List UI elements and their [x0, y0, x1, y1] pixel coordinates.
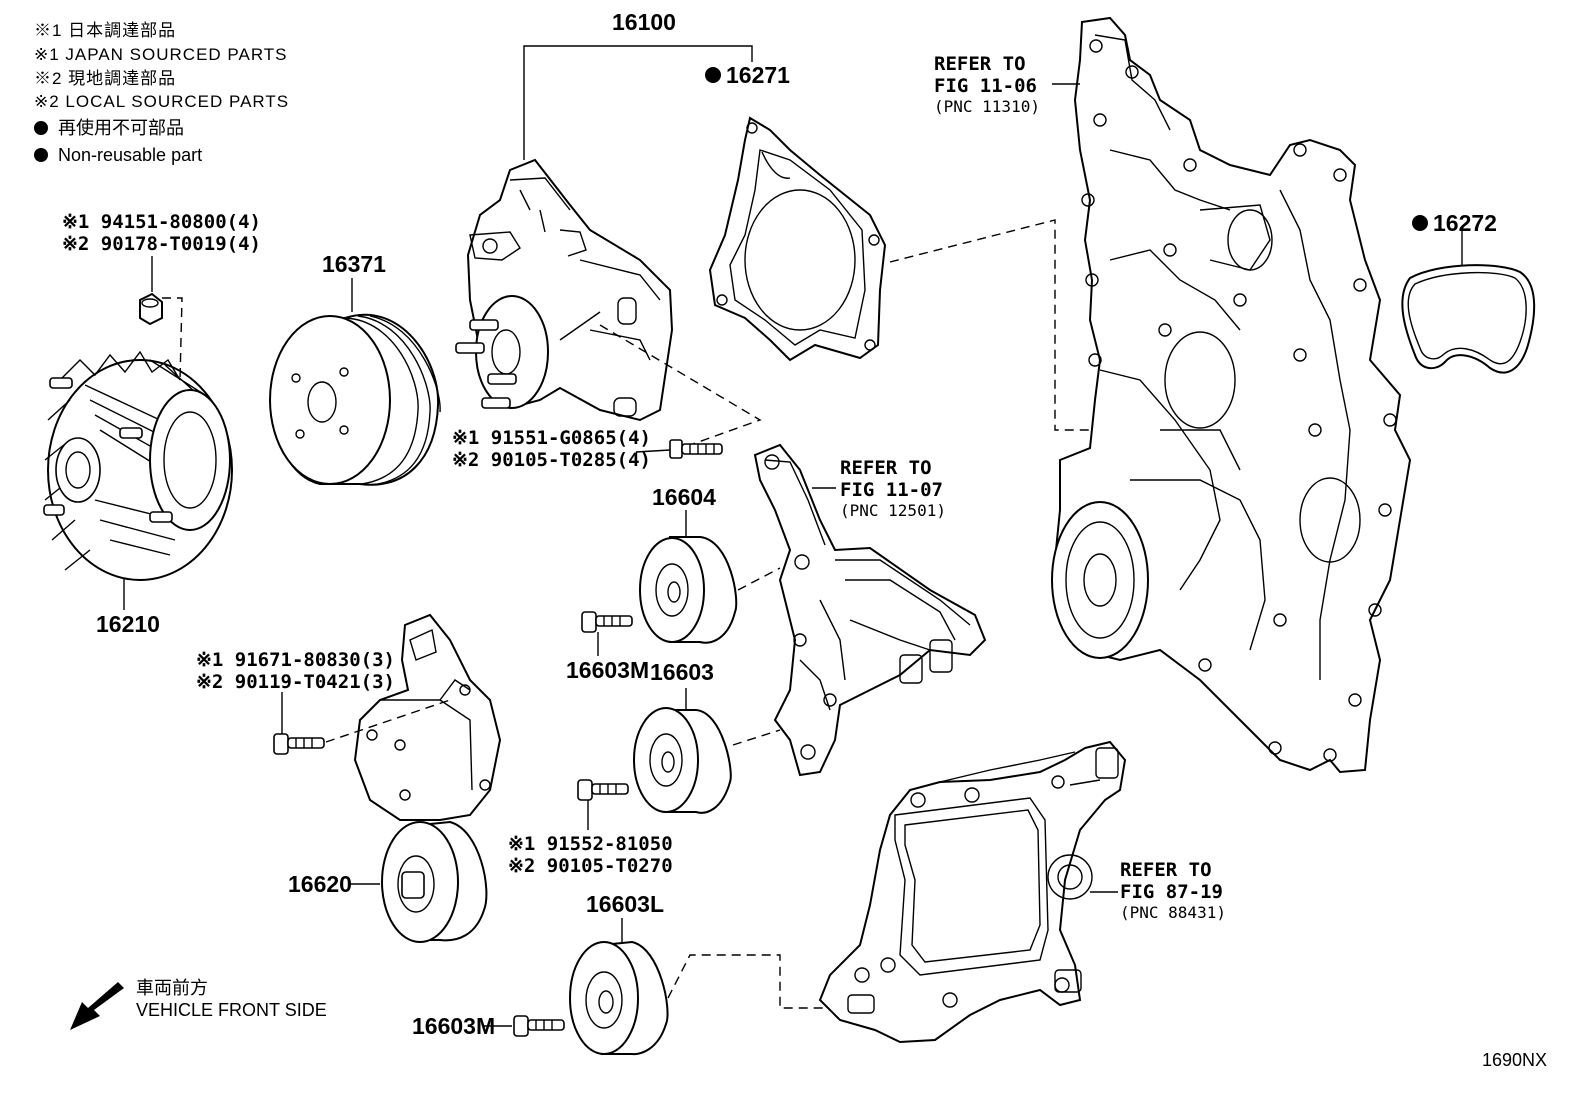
part-label-16603l: 16603L: [586, 891, 664, 917]
bolt-label-91551: ※1 91551-G0865(4): [452, 427, 651, 449]
bracket-11-07[interactable]: [753, 443, 987, 777]
part-label-16603m-b: 16603M: [412, 1013, 495, 1039]
non-reusable-dot-icon: [705, 67, 721, 83]
housing-87-19[interactable]: [818, 740, 1127, 1044]
bolt-16603m-upper[interactable]: [581, 611, 633, 633]
refer-87-19-line1: REFER TO: [1120, 859, 1212, 881]
legend-line-1: ※1 日本調達部品: [34, 21, 176, 40]
legend-line-3: ※2 現地調達部品: [34, 69, 176, 88]
vehicle-front-arrow-icon: [70, 982, 124, 1030]
idler-pulley-16603l[interactable]: [569, 940, 669, 1056]
refer-11-07-line2: FIG 11-07: [840, 479, 943, 501]
legend-line-5: 再使用不可部品: [58, 118, 184, 138]
bolt-label-91671: ※1 91671-80830(3): [196, 649, 395, 671]
bolt-label-90178: ※2 90178-T0019(4): [62, 233, 261, 255]
legend-line-2: ※1 JAPAN SOURCED PARTS: [34, 45, 288, 64]
part-label-16603m-a: 16603M: [566, 657, 649, 683]
bolt-label-90105-t0285: ※2 90105-T0285(4): [452, 449, 651, 471]
bolt-label-94151: ※1 94151-80800(4): [62, 211, 261, 233]
refer-87-19-line2: FIG 87-19: [1120, 881, 1223, 903]
part-label-16210: 16210: [96, 611, 160, 637]
bolt-label-90105-t0270: ※2 90105-T0270: [508, 855, 673, 877]
refer-11-07-line3: (PNC 12501): [840, 501, 946, 520]
idler-pulley-16604[interactable]: [639, 536, 738, 644]
water-pump-16100[interactable]: [455, 158, 762, 446]
bolt-label-91552: ※1 91552-81050: [508, 833, 673, 855]
oring-gasket-16272[interactable]: [1401, 264, 1536, 374]
non-reusable-dot-icon: [34, 148, 48, 162]
refer-11-06-line1: REFER TO: [934, 53, 1026, 75]
part-label-16620: 16620: [288, 871, 352, 897]
part-label-16371: 16371: [322, 251, 386, 277]
gasket-16271[interactable]: [708, 116, 887, 362]
refer-11-06-line2: FIG 11-06: [934, 75, 1037, 97]
timing-chain-cover[interactable]: [1051, 16, 1412, 774]
refer-11-06-line3: (PNC 11310): [934, 97, 1040, 116]
figure-id: 1690NX: [1482, 1050, 1547, 1070]
part-label-16271: 16271: [726, 62, 790, 88]
legend: ※1 日本調達部品 ※1 JAPAN SOURCED PARTS ※2 現地調達…: [34, 21, 289, 165]
bolt-91551[interactable]: [669, 439, 723, 459]
part-label-16604: 16604: [652, 484, 716, 510]
bolt-label-90119: ※2 90119-T0421(3): [196, 671, 395, 693]
part-label-16100: 16100: [612, 9, 676, 35]
non-reusable-dot-icon: [1412, 215, 1428, 231]
tensioner-16620[interactable]: [353, 613, 502, 943]
bolt-16603m-lower[interactable]: [513, 1015, 565, 1037]
part-label-16272: 16272: [1433, 210, 1497, 236]
fan-clutch-16210[interactable]: [43, 292, 233, 581]
bolt-91671[interactable]: [273, 733, 325, 755]
part-label-16603: 16603: [650, 659, 714, 685]
pulley-16371[interactable]: [269, 313, 441, 486]
refer-87-19-line3: (PNC 88431): [1120, 903, 1226, 922]
front-label-en: VEHICLE FRONT SIDE: [136, 1000, 327, 1020]
legend-line-4: ※2 LOCAL SOURCED PARTS: [34, 92, 289, 111]
non-reusable-dot-icon: [34, 121, 48, 135]
idler-pulley-16603[interactable]: [633, 707, 732, 814]
front-label-jp: 車両前方: [136, 978, 208, 998]
bolt-91552[interactable]: [577, 779, 629, 801]
legend-line-6: Non-reusable part: [58, 145, 202, 165]
refer-11-07-line1: REFER TO: [840, 457, 932, 479]
